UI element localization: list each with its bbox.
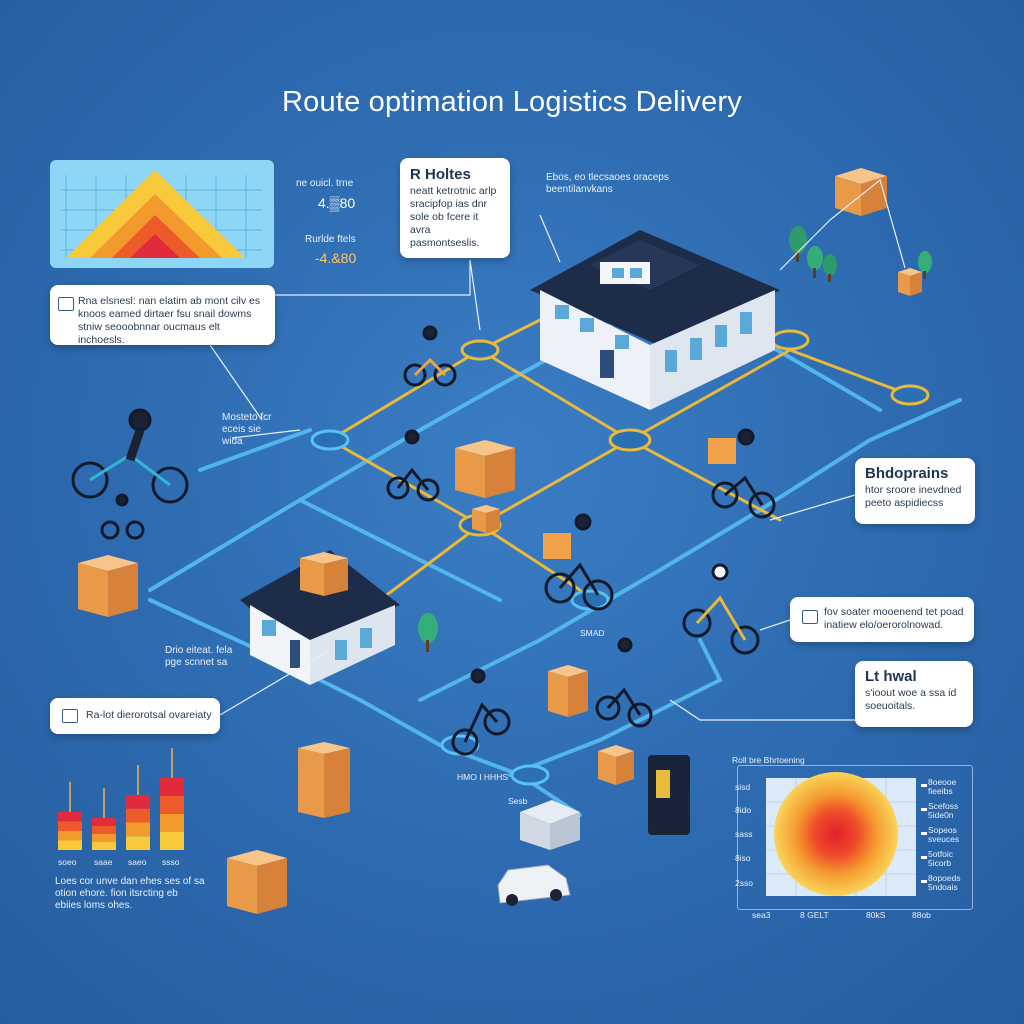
bar-label: saeo bbox=[128, 857, 147, 867]
bar-segment bbox=[92, 818, 116, 826]
area-chart-panel bbox=[50, 160, 274, 268]
bar-segment bbox=[160, 832, 184, 850]
warehouse-building bbox=[530, 230, 780, 410]
bar-segment bbox=[160, 814, 184, 832]
heatmap-frame bbox=[737, 765, 973, 910]
bar-label: saae bbox=[94, 857, 113, 867]
road-label: Sesb bbox=[508, 796, 528, 806]
right-card-1-heading: Bhdoprains bbox=[865, 465, 949, 482]
left-mid-note: Mosteto fcr eceis sie wida bbox=[222, 412, 272, 447]
bar-segment bbox=[58, 821, 82, 831]
heatmap-y-label: 2sso bbox=[735, 878, 753, 888]
vehicles bbox=[497, 755, 690, 906]
bar-label: ssso bbox=[162, 857, 180, 867]
heatmap-x-label: sea3 bbox=[752, 910, 771, 920]
bottom-left-bar-chart bbox=[58, 748, 184, 850]
bar-segment bbox=[160, 796, 184, 814]
stat-value-1: 4.▒80 bbox=[318, 195, 356, 211]
heatmap-x-label: 80kS bbox=[866, 910, 886, 920]
bar-segment bbox=[58, 840, 82, 850]
bar-segment bbox=[92, 826, 116, 834]
bar-segment bbox=[92, 842, 116, 850]
road-label: SMAD bbox=[580, 628, 605, 638]
heatmap-graphic bbox=[766, 772, 927, 896]
bar-chart-caption: Loes cor unve dan ehes ses of sa otion e… bbox=[55, 876, 205, 911]
small-house bbox=[240, 550, 400, 685]
parcels bbox=[78, 168, 922, 914]
heatmap-legend-item: 8oeooe fieeibs bbox=[928, 777, 957, 796]
document-icon bbox=[802, 610, 818, 624]
bar-segment bbox=[126, 836, 150, 850]
right-card-1-text: htor sroore inevdned peeto aspidiecss bbox=[865, 484, 962, 509]
heatmap-x-label: 88ob bbox=[912, 910, 931, 920]
heatmap-title: Roll bre Bhrtoening bbox=[732, 755, 805, 765]
document-icon bbox=[58, 297, 74, 311]
lock-icon bbox=[62, 709, 78, 723]
heatmap-legend-item: Sopeos sveuces bbox=[928, 825, 960, 844]
road-label: HMO I HHHS bbox=[457, 772, 508, 782]
leader-lines bbox=[209, 178, 906, 721]
stat-label-1: ne ouicl. trne bbox=[296, 178, 354, 189]
routes-card-text: neatt ketrotnic arlp sracipfop ias dnr s… bbox=[410, 185, 497, 249]
heatmap-y-label: sass bbox=[735, 829, 753, 839]
top-right-note: Ebos, eo tlecsaoes oraceps beentilanvkan… bbox=[546, 172, 669, 195]
right-card-2-text: fov soater mooenend tet poad inatiew elo… bbox=[824, 606, 964, 631]
heatmap-legend-item: 5otfoic 5icorb bbox=[928, 849, 954, 868]
heatmap-x-label: 8 GELT bbox=[800, 910, 829, 920]
house-note: Drio eiteat. fela pge scnnet sa bbox=[165, 645, 233, 668]
right-card-2: fov soater mooenend tet poad inatiew elo… bbox=[790, 597, 974, 642]
bar-segment bbox=[126, 808, 150, 823]
routes-card: R Holtes neatt ketrotnic arlp sracipfop … bbox=[400, 158, 510, 258]
page-title: Route optimation Logistics Delivery bbox=[282, 86, 742, 118]
bottom-left-card-text: Ra-lot dierorotsal ovareiaty bbox=[86, 709, 212, 721]
heatmap-y-label: sisd bbox=[735, 782, 751, 792]
right-card-1: Bhdoprains htor sroore inevdned peeto as… bbox=[855, 458, 975, 524]
heatmap-y-label: 8iso bbox=[735, 853, 751, 863]
bar-label: soeo bbox=[58, 857, 77, 867]
bar-segment bbox=[92, 834, 116, 842]
stat-label-2: Rurlde ftels bbox=[305, 234, 356, 245]
bar-segment bbox=[126, 795, 150, 809]
heatmap-y-label: 8ido bbox=[735, 805, 752, 815]
route-nodes bbox=[310, 329, 930, 786]
heatmap-legend-item: 8opoeds 5ndoais bbox=[928, 873, 961, 892]
bottom-left-card: Ra-lot dierorotsal ovareiaty bbox=[50, 698, 220, 734]
left-info-card-text: Rna elsnesl: nan elatim ab mont cilv es … bbox=[78, 295, 261, 346]
bar-segment bbox=[58, 812, 82, 822]
right-card-3: Lt hwal s'ioout woe a ssa id soeuoitals. bbox=[855, 661, 973, 727]
stat-value-2: -4.&80 bbox=[315, 250, 357, 266]
bar-segment bbox=[58, 831, 82, 841]
right-card-3-text: s'ioout woe a ssa id soeuoitals. bbox=[865, 687, 957, 712]
routes-card-heading: R Holtes bbox=[410, 166, 471, 183]
right-card-3-heading: Lt hwal bbox=[865, 668, 917, 685]
bike-riders bbox=[71, 325, 776, 756]
bar-segment bbox=[126, 822, 150, 837]
left-info-card: Rna elsnesl: nan elatim ab mont cilv es … bbox=[50, 285, 275, 346]
bar-segment bbox=[160, 778, 184, 796]
trees bbox=[418, 226, 932, 652]
route-network bbox=[328, 308, 912, 602]
heatmap-legend-item: Scefoss 5ide0n bbox=[928, 801, 959, 820]
